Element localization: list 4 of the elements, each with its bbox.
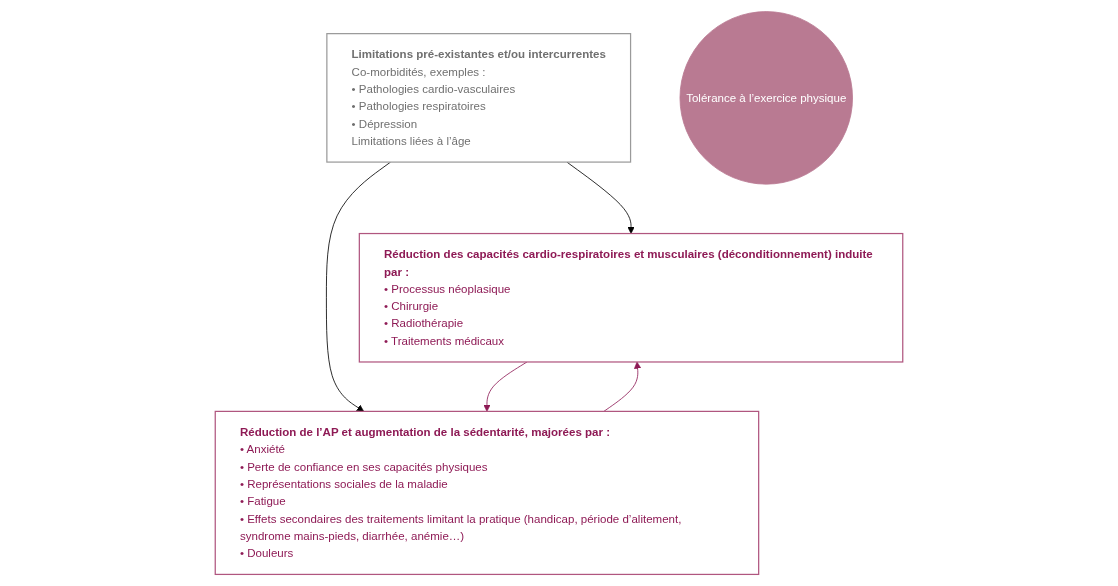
node-box: Réduction de l’AP et augmentation de la sédentarité, majorées par : • Anxiété • Perte de confiance en ses capacités physiques • Représentations sociales de la maladie • Fatigue • Effets secondaires des traitements limitant la pratique (handicap, période d’alitement, syndrome mains-pieds, diarrhée, anémie…) • Douleurs	[214, 410, 760, 576]
node-box: Réduction des capacités cardio-respiratoires et musculaires (déconditionnement) induite par : • Processus néoplasique • Chirurgie • Radiothérapie • Traitements médicaux	[358, 232, 904, 363]
node-box: Limitations pré-existantes et/ou intercurrentes Co-morbidités, exemples : • Pathologies cardio-vasculaires • Pathologies respiratoires • Dépression Limitations liées à l’âge	[326, 33, 632, 163]
node-circle: Tolérance à l’exercice physique	[679, 11, 853, 185]
